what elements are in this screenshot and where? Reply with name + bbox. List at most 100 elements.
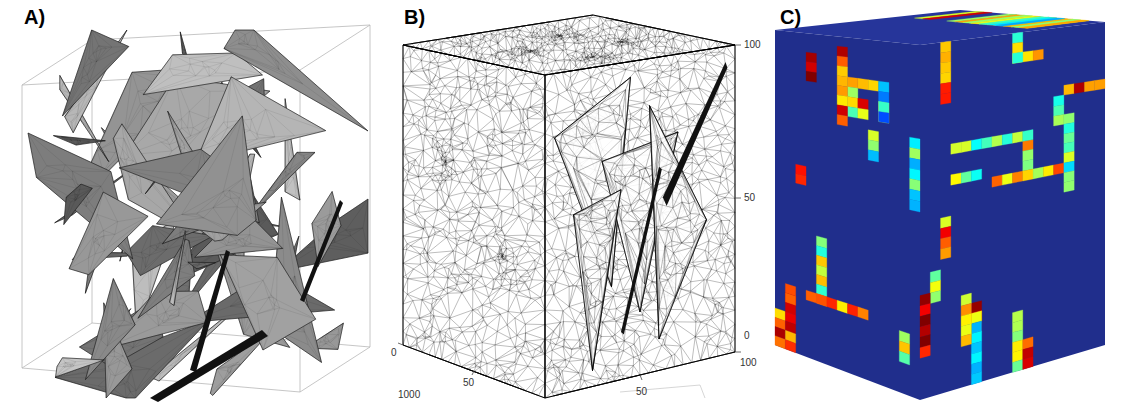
voxel-cell: [995, 18, 1065, 26]
fracture-plane: [85, 279, 135, 380]
plane-fill: [56, 358, 105, 377]
plane-fill: [188, 262, 216, 269]
plane-mesh: [53, 136, 105, 145]
bounding-box-edge: [370, 25, 371, 347]
voxel-cell: [941, 51, 951, 63]
voxel-cell: [971, 169, 981, 181]
edge-on-fracture: [663, 62, 728, 206]
voxel-cell: [1002, 133, 1012, 145]
voxel-cell: [806, 52, 816, 63]
voxel-cell: [961, 140, 971, 152]
bounding-box-edge: [22, 85, 23, 368]
voxel-cell: [879, 81, 889, 93]
voxel-cell: [827, 297, 837, 310]
edge-on-fracture: [621, 167, 662, 335]
plane-fill: [53, 136, 105, 145]
plane-fill: [170, 231, 186, 305]
voxel-cell: [848, 77, 858, 88]
mesh-panel: [398, 15, 741, 398]
voxel-cell: [1033, 49, 1043, 60]
axis-tick-label: 100: [740, 357, 757, 368]
voxel-cell: [1013, 32, 1023, 43]
voxel-cell: [1054, 114, 1064, 126]
cube-outline: [403, 45, 545, 398]
plane-fill: [220, 255, 315, 350]
face-fill: [403, 45, 545, 398]
voxel-cell: [837, 105, 847, 117]
cube-face: [403, 45, 545, 398]
face-mesh: [403, 15, 735, 75]
voxel-cell: [848, 87, 858, 98]
plane-mesh: [170, 231, 186, 305]
voxel-cell: [941, 62, 951, 74]
plane-mesh: [220, 255, 315, 350]
voxel-cell: [858, 78, 868, 89]
fracture-fill: [650, 106, 707, 339]
voxel-cell: [961, 334, 971, 347]
voxel-cell: [910, 199, 920, 212]
voxel-cell: [1013, 42, 1023, 53]
voxel-cell: [971, 372, 981, 385]
voxel-cell: [923, 12, 993, 20]
cube-outline: [403, 15, 735, 75]
edge-on-fracture: [190, 250, 230, 372]
voxel-cell: [868, 130, 878, 142]
face-fill: [545, 45, 735, 398]
fracture-plane: [220, 255, 315, 350]
plane-fill: [156, 116, 256, 236]
voxel-cell: [837, 95, 847, 106]
voxel-cell: [941, 72, 951, 84]
voxel-cell: [1033, 167, 1043, 179]
voxel-cell: [941, 247, 951, 260]
plane-mesh: [156, 116, 256, 236]
voxel-cell: [1013, 131, 1023, 143]
fracture-fill: [574, 190, 622, 371]
voxel-cell: [837, 46, 847, 57]
fracture-plane: [64, 184, 93, 225]
voxel-cell: [951, 142, 961, 154]
plane-fill: [62, 30, 128, 116]
voxel-cell: [920, 345, 930, 358]
voxel-face: [775, 30, 920, 400]
voxel-cell: [1013, 52, 1023, 63]
plane-mesh: [312, 191, 341, 266]
cube-face: [403, 15, 735, 75]
voxel-cell: [879, 111, 889, 123]
voxel-cell: [879, 101, 889, 113]
voxel-cell: [1023, 357, 1033, 370]
bounding-box-edge: [300, 25, 370, 70]
voxel-cell: [992, 135, 1002, 147]
axis-tick-mark: [735, 45, 741, 46]
voxel-cell: [910, 148, 920, 160]
voxel-cell: [1064, 113, 1074, 124]
voxel-cell: [785, 340, 795, 353]
voxel-cell: [837, 115, 847, 127]
voxel-cell: [837, 56, 847, 67]
voxel-cell: [848, 304, 858, 317]
axis-tick-mark: [640, 375, 642, 380]
voxel-cell: [1023, 169, 1033, 181]
plane-mesh: [85, 279, 135, 380]
fracture-plane: [156, 116, 256, 236]
voxel-cell: [1054, 105, 1064, 116]
axis-tick-mark: [472, 371, 474, 375]
voxel-cell: [806, 71, 816, 82]
voxel-cell: [899, 351, 909, 365]
voxel-cell: [816, 294, 826, 307]
voxel-face: [920, 22, 1105, 400]
fracture-plane: [53, 136, 105, 145]
face-mesh: [403, 45, 545, 398]
plane-mesh: [138, 239, 195, 318]
voxel-cell: [837, 76, 847, 87]
fracture-plane: [69, 192, 148, 275]
voxel-cell: [1013, 360, 1023, 373]
voxel-cell: [837, 85, 847, 96]
voxel-cell: [796, 174, 806, 186]
voxel-cell: [868, 80, 878, 92]
meshed-fracture: [650, 106, 707, 339]
axis-tick-label: 1000: [398, 389, 420, 400]
voxel-cell: [930, 291, 940, 304]
voxel-cell: [858, 108, 868, 120]
plane-fill: [85, 279, 135, 380]
